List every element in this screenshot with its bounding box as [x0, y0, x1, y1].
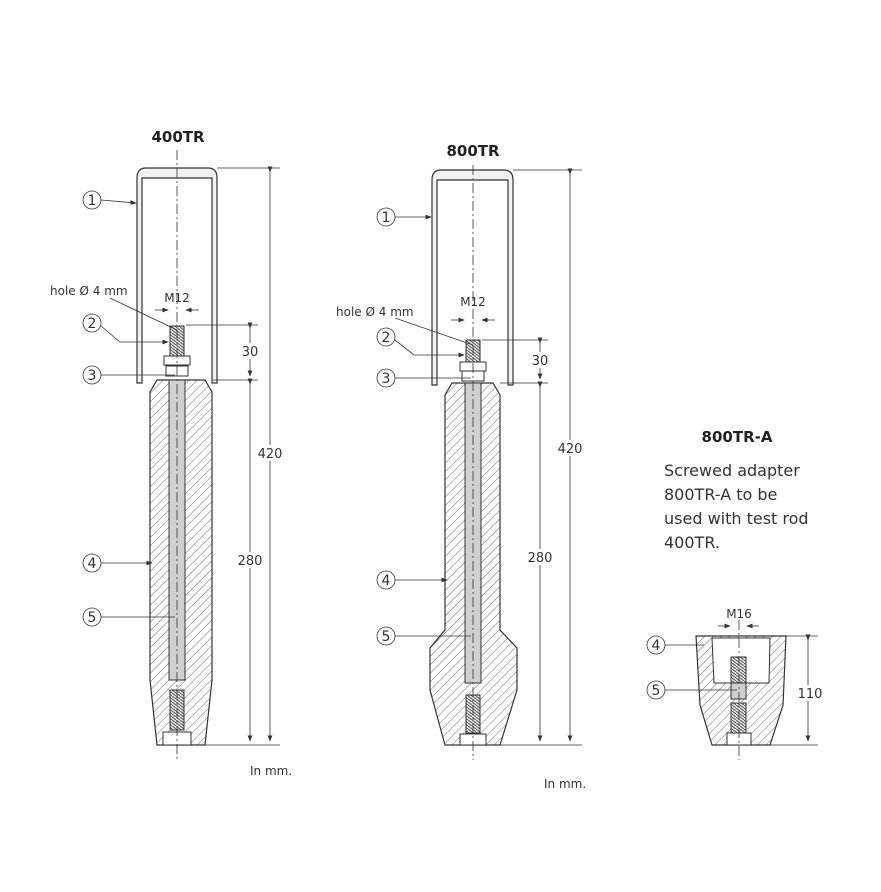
units-400tr: In mm. [250, 764, 292, 778]
svg-text:2: 2 [88, 316, 97, 332]
description-line: Screwed adapter [664, 461, 800, 480]
lower-thread [730, 702, 747, 734]
units-800tr: In mm. [544, 777, 586, 791]
title-800tr: 800TR [446, 142, 500, 160]
title-400tr: 400TR [151, 128, 205, 146]
callout-4: 4 [646, 635, 704, 655]
thread-label-800tr: M12 [460, 295, 486, 309]
thread-label-400tr: M12 [164, 291, 190, 305]
svg-text:4: 4 [382, 573, 391, 589]
callout-1: 1 [376, 207, 432, 227]
svg-text:3: 3 [382, 371, 391, 387]
m16-thread [730, 656, 747, 684]
callout-2: 2 [376, 327, 465, 358]
description-line: used with test rod [664, 509, 809, 528]
svg-text:2: 2 [382, 330, 391, 346]
dim-thread-800tr: 30 [532, 354, 549, 369]
protective-tube [431, 169, 514, 386]
hole-label-800tr: hole Ø 4 mm [336, 305, 414, 319]
description-line: 800TR-A to be [664, 485, 777, 504]
callout-5: 5 [82, 607, 175, 627]
svg-text:3: 3 [88, 368, 97, 384]
drawing-800tr: 800TR 420 30 280 M12 hole Ø 4 mm 1 2 3 4… [336, 142, 586, 791]
callout-5: 5 [376, 626, 471, 646]
title-800tr-a: 800TR-A [702, 428, 773, 446]
svg-text:4: 4 [88, 556, 97, 572]
callout-1: 1 [82, 190, 137, 210]
drawing-400tr: 400TR 420 30 280 M12 hole Ø 4 mm 1 2 [50, 128, 292, 778]
adapter-core [730, 682, 747, 700]
dim-thread-400tr: 30 [242, 345, 259, 360]
svg-text:5: 5 [652, 683, 661, 699]
callout-4: 4 [82, 553, 153, 573]
svg-text:5: 5 [382, 629, 391, 645]
dim-body-400tr: 280 [238, 554, 263, 569]
svg-text:1: 1 [88, 193, 97, 209]
callout-3: 3 [82, 365, 175, 385]
svg-text:1: 1 [382, 210, 391, 226]
dim-height-800tr-a: 110 [798, 687, 823, 702]
svg-text:4: 4 [652, 638, 661, 654]
dim-total-800tr: 420 [558, 442, 583, 457]
callout-3: 3 [376, 368, 471, 388]
thread-label-800tr-a: M16 [726, 607, 752, 621]
drawing-800tr-a: 800TR-A Screwed adapter 800TR-A to be us… [646, 428, 824, 760]
dim-body-800tr: 280 [528, 551, 553, 566]
description-line: 400TR. [664, 533, 720, 552]
callout-4: 4 [376, 570, 448, 590]
dim-total-400tr: 420 [258, 447, 283, 462]
protective-tube [136, 167, 218, 384]
svg-text:5: 5 [88, 610, 97, 626]
hole-label-400tr: hole Ø 4 mm [50, 284, 128, 298]
callout-5: 5 [646, 680, 737, 700]
callout-2: 2 [82, 313, 169, 345]
